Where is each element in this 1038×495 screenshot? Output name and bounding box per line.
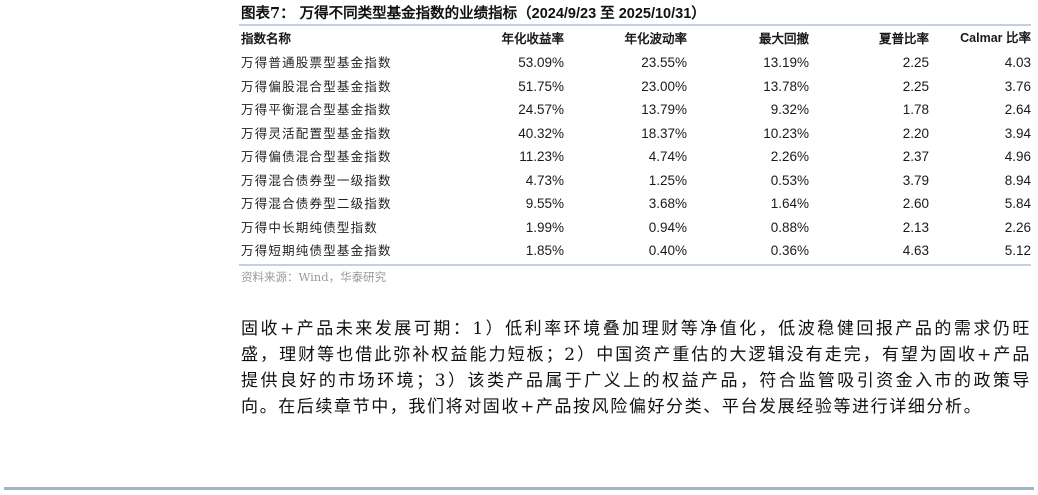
table-row: 万得混合债券型二级指数 9.55% 3.68% 1.64% 2.60 5.84 [241,192,1031,216]
max-drawdown: 0.88% [770,219,809,235]
calmar-ratio: 8.94 [1004,172,1031,188]
table-row: 万得偏股混合型基金指数 51.75% 23.00% 13.78% 2.25 3.… [241,75,1031,99]
calmar-ratio: 2.26 [1004,219,1031,235]
annual-return: 51.75% [518,78,564,94]
calmar-ratio: 5.84 [1004,196,1031,211]
index-name: 万得混合债券型二级指数 [241,196,392,211]
annual-volatility: 3.68% [648,196,687,211]
sharpe-ratio: 1.78 [902,102,929,117]
annual-return: 1.99% [525,219,564,235]
annual-volatility: 4.74% [648,149,687,164]
figure-title: 图表7： 万得不同类型基金指数的业绩指标（2024/9/23 至 2025/10… [241,4,706,24]
calmar-ratio: 3.94 [1004,125,1031,141]
annual-volatility: 23.00% [641,78,687,94]
calmar-ratio: 5.12 [1004,243,1031,258]
sharpe-ratio: 2.25 [902,55,929,70]
calmar-ratio: 4.96 [1004,149,1031,164]
annual-volatility: 23.55% [641,55,687,70]
max-drawdown: 2.26% [770,149,809,164]
sharpe-ratio: 2.13 [902,219,929,235]
index-name: 万得偏股混合型基金指数 [241,78,392,94]
table-row: 万得普通股票型基金指数 53.09% 23.55% 13.19% 2.25 4.… [241,51,1031,75]
table-row: 万得偏债混合型基金指数 11.23% 4.74% 2.26% 2.37 4.96 [241,145,1031,169]
table-row: 万得平衡混合型基金指数 24.57% 13.79% 9.32% 1.78 2.6… [241,98,1031,122]
sharpe-ratio: 4.63 [902,243,929,258]
page-footer-rule [4,487,1034,490]
sharpe-ratio: 2.20 [902,125,929,141]
annual-return: 53.09% [518,55,564,70]
source-note: 资料来源：Wind，华泰研究 [241,270,387,284]
col-header-max-drawdown: 最大回撤 [758,31,809,47]
figure-title-suffix: ） [691,5,706,22]
index-name: 万得普通股票型基金指数 [241,55,392,70]
index-name: 万得短期纯债型基金指数 [241,243,392,258]
max-drawdown: 0.53% [770,172,809,188]
calmar-ratio: 2.64 [1004,102,1031,117]
table-row: 万得混合债券型一级指数 4.73% 1.25% 0.53% 3.79 8.94 [241,169,1031,193]
max-drawdown: 1.64% [770,196,809,211]
annual-return: 40.32% [518,125,564,141]
sharpe-ratio: 2.60 [902,196,929,211]
max-drawdown: 13.19% [763,55,809,70]
table-bottom-rule [239,264,1031,266]
index-name: 万得中长期纯债型指数 [241,219,379,235]
col-header-calmar-ratio: Calmar 比率 [960,31,1031,46]
figure-title-prefix: 图表7： 万得不同类型基金指数的业绩指标（ [241,5,532,22]
index-name: 万得偏债混合型基金指数 [241,149,392,164]
annual-volatility: 0.40% [648,243,687,258]
index-name: 万得混合债券型一级指数 [241,172,392,188]
index-name: 万得灵活配置型基金指数 [241,125,392,141]
calmar-ratio: 3.76 [1004,78,1031,94]
sharpe-ratio: 2.25 [902,78,929,94]
annual-return: 9.55% [525,196,564,211]
annual-volatility: 13.79% [641,102,687,117]
sharpe-ratio: 3.79 [902,172,929,188]
table-row: 万得短期纯债型基金指数 1.85% 0.40% 0.36% 4.63 5.12 [241,239,1031,263]
figure-title-date-range: 2024/9/23 至 2025/10/31 [531,6,692,22]
col-header-annual-return: 年化收益率 [501,31,564,47]
calmar-ratio: 4.03 [1004,55,1031,70]
performance-metrics-table: 指数名称 年化收益率 年化波动率 最大回撤 夏普比率 Calmar 比率 万得普… [241,27,1031,263]
annual-return: 11.23% [519,149,564,164]
col-header-sharpe-ratio: 夏普比率 [878,31,929,47]
annual-return: 24.57% [518,102,564,117]
annual-volatility: 1.25% [648,172,687,188]
max-drawdown: 9.32% [770,102,809,117]
col-header-index-name: 指数名称 [241,31,292,47]
index-name: 万得平衡混合型基金指数 [241,102,392,117]
table-header-row: 指数名称 年化收益率 年化波动率 最大回撤 夏普比率 Calmar 比率 [241,27,1031,51]
max-drawdown: 10.23% [763,125,809,141]
table-row: 万得中长期纯债型指数 1.99% 0.94% 0.88% 2.13 2.26 [241,216,1031,240]
max-drawdown: 13.78% [763,78,809,94]
col-header-annual-volatility: 年化波动率 [624,31,687,47]
analysis-paragraph: 固收+产品未来发展可期：1）低利率环境叠加理财等净值化，低波稳健回报产品的需求仍… [241,319,1031,417]
table-top-rule [239,24,1031,26]
max-drawdown: 0.36% [770,243,809,258]
sharpe-ratio: 2.37 [902,149,929,164]
annual-volatility: 18.37% [641,125,687,141]
annual-return: 4.73% [525,172,564,188]
table-row: 万得灵活配置型基金指数 40.32% 18.37% 10.23% 2.20 3.… [241,122,1031,146]
annual-return: 1.85% [525,243,564,258]
annual-volatility: 0.94% [648,219,687,235]
analysis-paragraph-block: 固收+产品未来发展可期：1）低利率环境叠加理财等净值化，低波稳健回报产品的需求仍… [241,316,1031,420]
